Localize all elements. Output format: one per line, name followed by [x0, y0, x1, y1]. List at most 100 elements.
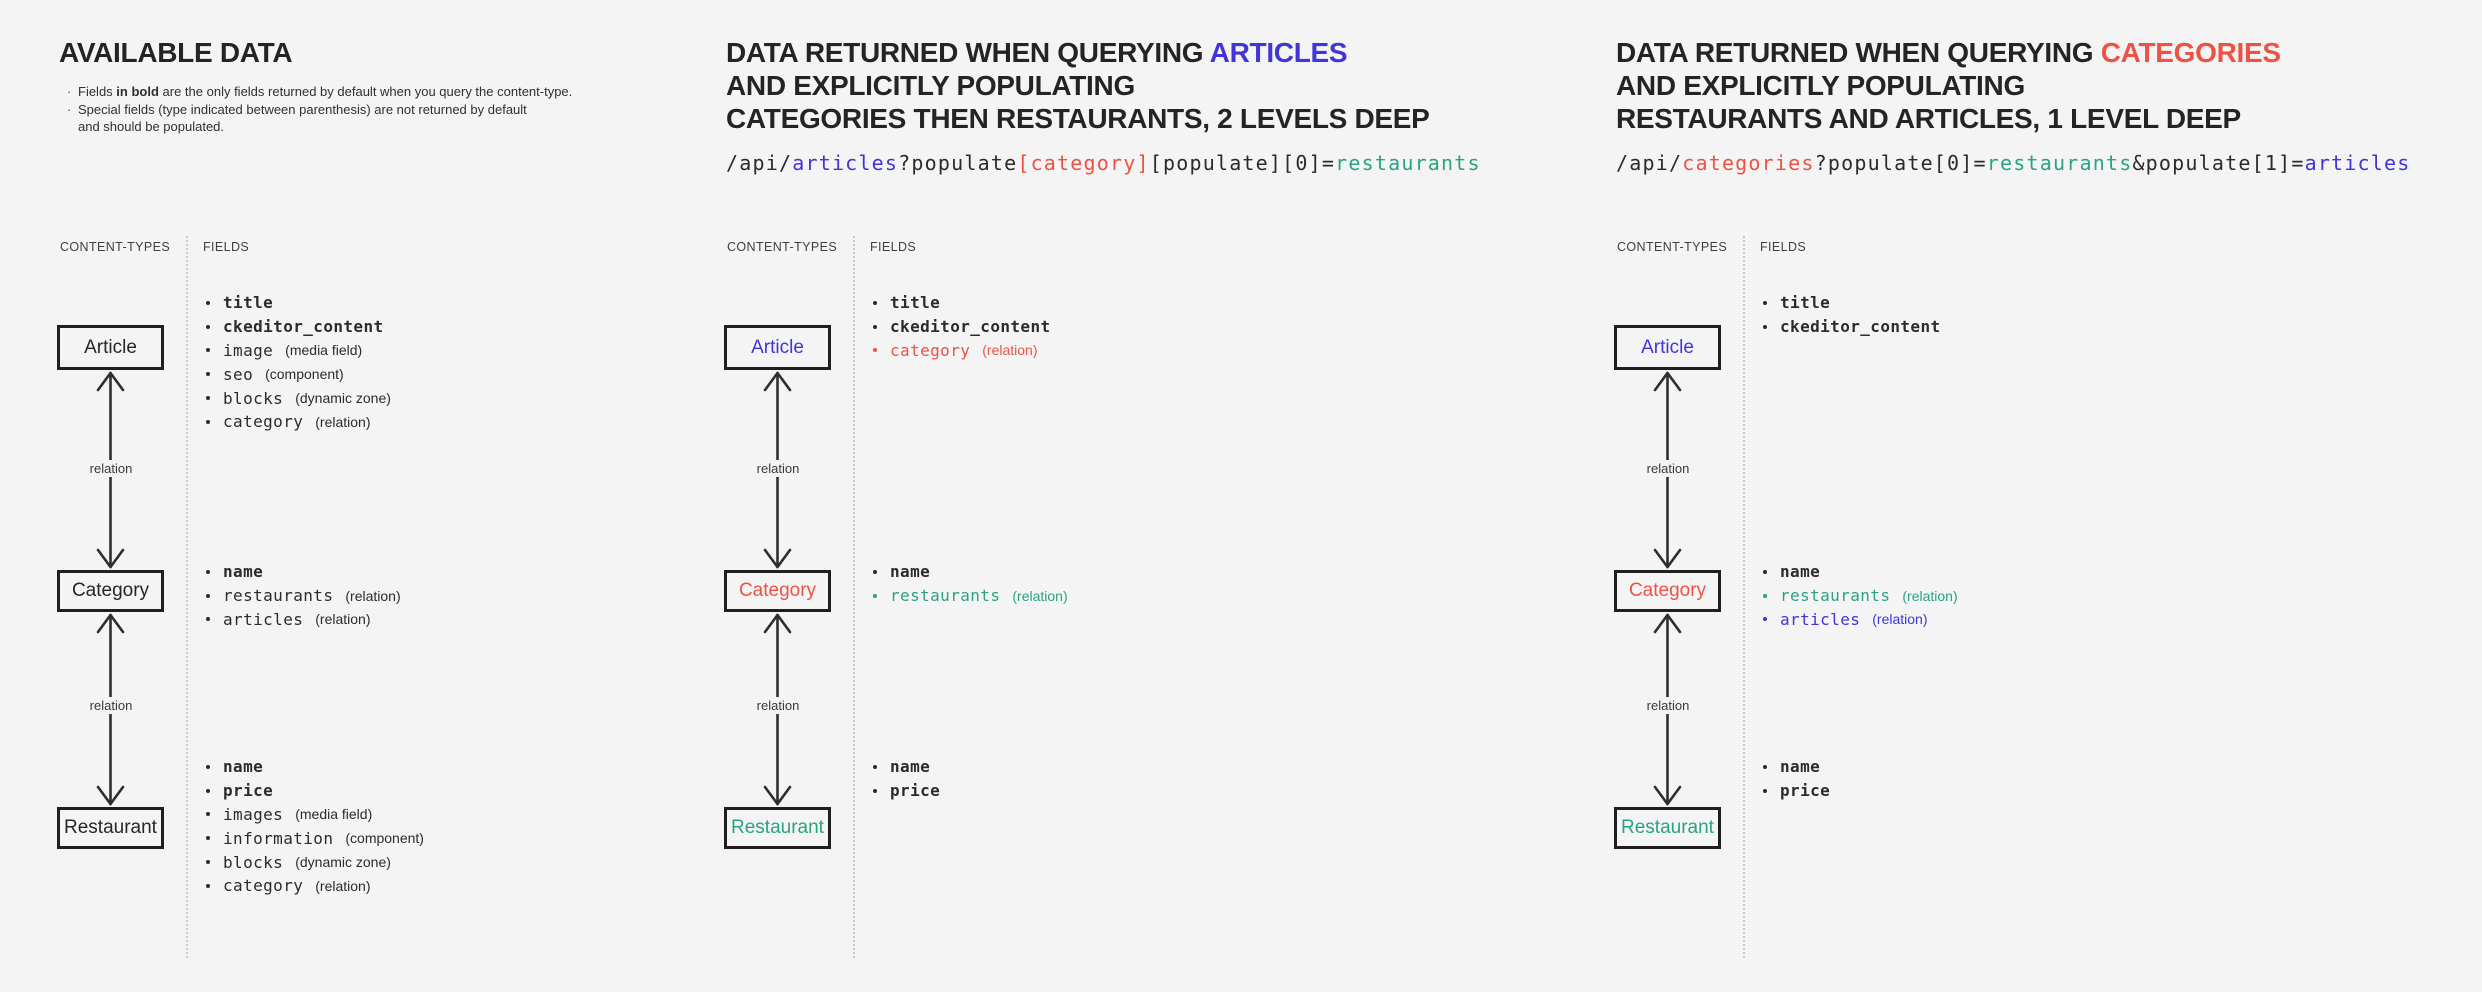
field-item: name [870, 755, 940, 779]
bullet-icon [873, 324, 877, 329]
title-line: CATEGORIES THEN RESTAURANTS, 2 LEVELS DE… [726, 103, 1430, 134]
dotted-divider [853, 236, 855, 958]
box-label: Category [1628, 580, 1707, 601]
field-name: restaurants [223, 586, 334, 606]
field-name: name [890, 757, 931, 777]
content-type-box-restaurant: Restaurant [724, 807, 831, 849]
field-item: restaurants (relation) [1760, 584, 1958, 608]
field-type: (relation) [345, 587, 401, 604]
field-item: restaurants(relation) [870, 584, 1068, 608]
field-name: information [223, 828, 334, 848]
field-name: image [223, 340, 274, 360]
field-name: images [223, 804, 284, 824]
bullet-icon [1763, 593, 1767, 598]
title-line: AND EXPLICITLY POPULATING [726, 70, 1135, 101]
note-item: ·Special fields (type indicated between … [67, 101, 572, 119]
field-name: restaurants [1780, 586, 1891, 606]
note-text-bold: in bold [116, 84, 159, 99]
field-name: blocks [223, 388, 284, 408]
relation-label: relation [1640, 697, 1696, 714]
content-type-box-article: Article [724, 325, 831, 370]
field-type: (relation) [1902, 587, 1958, 604]
box-label: Category [738, 580, 817, 601]
content-type-box-category: Category [724, 570, 831, 612]
fields-header: FIELDS [870, 240, 917, 254]
fields-list-category: name restaurants (relation) articles(rela… [1760, 560, 1958, 631]
field-type: (dynamic zone) [295, 854, 391, 871]
field-name: title [1780, 293, 1831, 313]
field-type: (relation) [315, 877, 371, 894]
fields-list-restaurant: name price [1760, 755, 1830, 803]
field-name: name [1780, 562, 1821, 582]
field-type: (media field) [295, 806, 373, 823]
field-item: ckeditor_content [1760, 315, 1941, 339]
bullet-icon [873, 593, 877, 598]
field-name: articles [223, 609, 304, 629]
content-type-box-restaurant: Restaurant [1614, 807, 1721, 849]
bullet-icon [873, 764, 877, 769]
bullet-icon [206, 883, 210, 888]
page-title: DATA RETURNED WHEN QUERYING CATEGORIES A… [1616, 36, 2281, 135]
fields-header: FIELDS [203, 240, 250, 254]
box-label: Restaurant [731, 817, 824, 838]
bullet-icon [206, 419, 210, 424]
box-label: Restaurant [1621, 817, 1714, 838]
url-segment: ?populate [898, 151, 1018, 175]
content-type-box-category: Category [1614, 570, 1721, 612]
content-types-header: CONTENT-TYPES [60, 240, 171, 254]
field-name: seo [223, 364, 254, 384]
field-type: (relation) [315, 413, 371, 430]
bullet-icon [206, 348, 210, 353]
note-text: and should be populated. [78, 119, 225, 134]
relation-label: relation [750, 697, 806, 714]
field-name: price [890, 781, 941, 801]
content-type-box-category: Category [57, 570, 164, 612]
url-segment: &populate[1]= [2132, 151, 2305, 175]
fields-header: FIELDS [1760, 240, 1807, 254]
bullet-icon [206, 617, 210, 622]
bullet-icon [206, 812, 210, 817]
field-type: (component) [345, 830, 424, 847]
field-name: name [1780, 757, 1821, 777]
field-name: title [223, 293, 274, 313]
url-segment: articles [792, 151, 899, 175]
bullet-icon [206, 300, 210, 305]
content-type-box-restaurant: Restaurant [57, 807, 164, 849]
bullet-icon [873, 300, 877, 305]
field-name: price [223, 781, 274, 801]
bullet-icon [873, 788, 877, 793]
field-item: title [203, 291, 391, 315]
field-item: price [1760, 779, 1830, 803]
field-item: price [203, 779, 424, 803]
field-name: category [223, 412, 304, 432]
field-item: category (relation) [203, 410, 391, 434]
fields-list-restaurant: name price images (media field) informati… [203, 755, 424, 898]
field-item: articles(relation) [1760, 608, 1958, 632]
bullet-icon [873, 348, 877, 353]
page-title: DATA RETURNED WHEN QUERYING ARTICLES AND… [726, 36, 1430, 135]
field-item: name [203, 755, 424, 779]
field-name: blocks [223, 852, 284, 872]
field-item: title [870, 291, 1051, 315]
title-line: RESTAURANTS AND ARTICLES, 1 LEVEL DEEP [1616, 103, 2241, 134]
field-item: name [870, 560, 1068, 584]
relation-label: relation [1640, 460, 1696, 477]
content-type-box-article: Article [57, 325, 164, 370]
field-item: title [1760, 291, 1941, 315]
notes: ·Fields in bold are the only fields retu… [67, 83, 572, 136]
url-segment: /api/ [726, 151, 793, 175]
field-name: ckeditor_content [223, 317, 384, 337]
field-item: category(relation) [870, 339, 1051, 363]
bullet-icon [1763, 569, 1767, 574]
field-item: articles(relation) [203, 608, 401, 632]
bullet-icon: · [67, 101, 72, 117]
api-url: /api/categories?populate[0]=restaurants&… [1616, 151, 2411, 175]
note-item: ·Fields in bold are the only fields retu… [67, 83, 572, 101]
field-item: name [1760, 560, 1958, 584]
bullet-icon [1763, 300, 1767, 305]
relation-label: relation [83, 460, 139, 477]
field-name: name [223, 562, 264, 582]
bullet-icon [206, 836, 210, 841]
box-label: Article [84, 336, 137, 358]
